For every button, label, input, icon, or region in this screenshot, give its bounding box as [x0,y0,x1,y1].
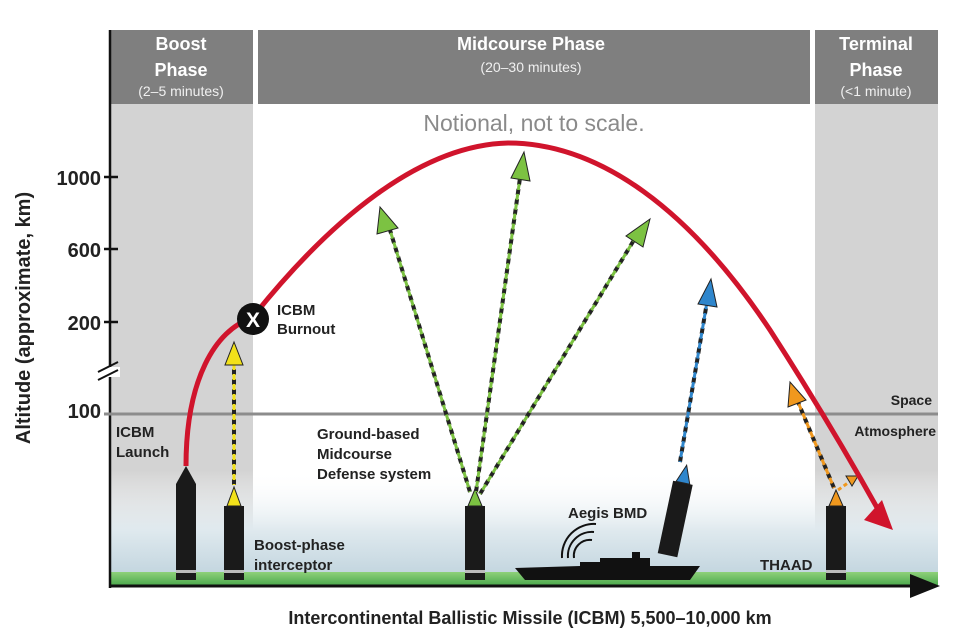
boost-title-1: Boost [156,34,207,54]
boost-interceptor-label-2: interceptor [254,557,333,574]
thaad-intercept-path [787,380,859,492]
gmd-label-3: Defense system [317,466,431,483]
icbm-missile [176,466,196,580]
axis-break-mark-1 [97,361,119,373]
thaad-label: THAAD [760,557,813,574]
y-axis-label: Altitude (approximate, km) [13,192,35,444]
boost-phase-header [110,30,253,104]
midcourse-title: Midcourse Phase [457,34,605,54]
x-axis-label: Intercontinental Ballistic Missile (ICBM… [288,608,771,628]
burnout-label-2: Burnout [277,321,335,338]
atmosphere-gradient [110,470,938,580]
gmd-intercept-path-left [376,205,472,493]
terminal-title-2: Phase [849,60,902,80]
atmosphere-label: Atmosphere [854,423,936,439]
axis-break-gap [100,367,120,377]
aegis-intercept-path [678,277,718,463]
midcourse-duration: (20–30 minutes) [480,59,581,75]
aegis-interceptor-missile [657,463,693,558]
y-label-1000: 1000 [57,168,102,190]
icbm-launch-label-2: Launch [116,444,169,461]
gmd-label-1: Ground-based [317,426,420,443]
terminal-title-1: Terminal [839,34,913,54]
boost-duration: (2–5 minutes) [138,83,224,99]
icbm-launch-label-1: ICBM [116,424,154,441]
gmd-interceptor-missile [465,487,485,580]
aegis-ship [515,522,700,580]
aegis-label: Aegis BMD [568,505,647,522]
burnout-mark: X [246,309,260,332]
gmd-intercept-path-right [478,217,651,496]
terminal-duration: (<1 minute) [840,83,911,99]
boost-interceptor-label-1: Boost-phase [254,537,345,554]
burnout-label-1: ICBM [277,302,315,319]
terminal-phase-header [815,30,938,104]
icbm-trajectory [183,140,883,515]
gmd-label-2: Midcourse [317,446,392,463]
notional-note: Notional, not to scale. [423,110,644,136]
gmd-intercept-path-center [474,150,531,493]
boost-title-2: Phase [154,60,207,80]
y-label-200: 200 [68,313,101,335]
axis-break-mark-2 [97,369,119,381]
space-label: Space [891,392,932,408]
x-axis-arrowhead [910,574,940,598]
y-label-100: 100 [68,401,101,423]
boost-intercept-path [224,340,244,485]
burnout-marker [237,303,269,335]
midcourse-phase-header [258,30,810,104]
y-label-600: 600 [68,240,101,262]
icbm-trajectory-arrowhead [864,500,893,530]
thaad-interceptor-missile [826,488,846,580]
boost-phase-interceptor-missile [224,485,244,580]
